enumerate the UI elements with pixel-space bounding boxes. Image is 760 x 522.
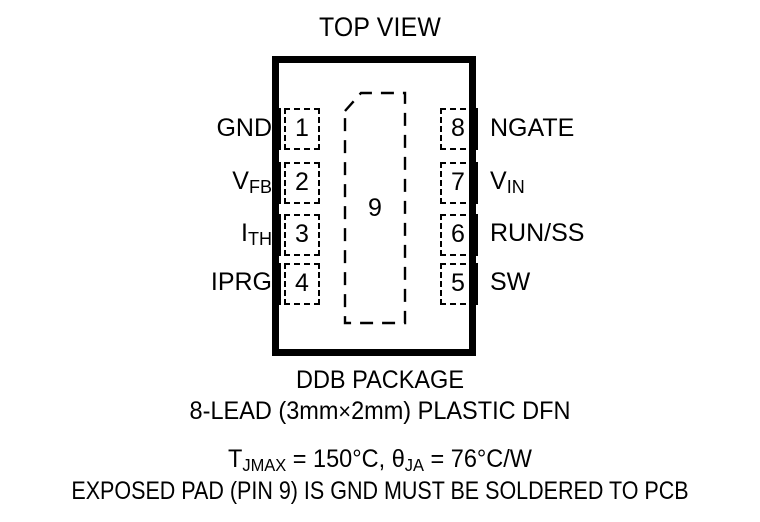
- pin-label-sw: SW: [490, 270, 530, 295]
- pin-label-vfb-text: V: [232, 167, 249, 195]
- pin-pad-3: 3: [284, 214, 320, 256]
- pin-label-ngate: NGATE: [490, 116, 574, 141]
- pin-label-vfb: VFB: [232, 167, 272, 197]
- body-wall-segment: [272, 108, 281, 150]
- pin-label-vfb-sub: FB: [248, 176, 272, 197]
- pin-number-3: 3: [295, 219, 309, 248]
- pin-pad-1: 1: [284, 108, 320, 150]
- caption-size-prefix: 8-LEAD (3mm: [189, 397, 339, 425]
- pin-label-runss-text: RUN/SS: [490, 219, 585, 247]
- body-wall-segment: [272, 162, 281, 204]
- pin-number-5: 5: [451, 268, 465, 297]
- pin-pad-4: 4: [284, 263, 320, 305]
- pin-label-runss: RUN/SS: [490, 221, 584, 246]
- pin-label-ith-text: I: [241, 219, 248, 247]
- pin-number-2: 2: [295, 167, 309, 196]
- exposed-pad-number: 9: [368, 193, 382, 222]
- pin-label-gnd-text: GND: [216, 114, 272, 142]
- body-wall-segment: [469, 263, 478, 305]
- body-wall-segment: [469, 108, 478, 150]
- pin-number-6: 6: [451, 219, 465, 248]
- pin-number-4: 4: [295, 268, 309, 297]
- body-wall-segment: [272, 263, 281, 305]
- body-wall-segment: [469, 214, 478, 256]
- pin-label-gnd: GND: [216, 116, 272, 141]
- pin-label-iprg-text: IPRG: [210, 268, 272, 296]
- caption-size-suffix: 2mm) PLASTIC DFN: [351, 397, 571, 425]
- pin-pad-2: 2: [284, 162, 320, 204]
- caption-exposed-pad-note: EXPOSED PAD (PIN 9) IS GND MUST BE SOLDE…: [71, 477, 689, 505]
- pin-number-8: 8: [451, 113, 465, 142]
- multiplication-sign-icon: ×: [338, 398, 352, 424]
- pin-label-vin-sub: IN: [506, 176, 525, 197]
- tjmax-symbol: T: [228, 445, 243, 473]
- pin-label-ith: ITH: [241, 219, 272, 249]
- pin-label-ith-sub: TH: [248, 228, 272, 249]
- body-wall-segment: [469, 162, 478, 204]
- pin-label-sw-text: SW: [490, 268, 531, 296]
- pin-label-iprg: IPRG: [211, 270, 272, 295]
- tjmax-subscript: JMAX: [242, 454, 287, 475]
- theta-subscript: JA: [404, 454, 424, 475]
- caption-package-size: 8-LEAD (3mm×2mm) PLASTIC DFN: [23, 399, 737, 424]
- caption-thermal-spec: TJMAX = 150°C, θJA = 76°C/W: [23, 445, 737, 475]
- tjmax-value: = 150°C,: [286, 445, 392, 473]
- pin-label-vin: VIN: [490, 167, 525, 197]
- pin-number-7: 7: [451, 167, 465, 196]
- caption-package-name: DDB PACKAGE: [295, 366, 465, 394]
- pin-number-1: 1: [295, 113, 309, 142]
- theta-value: = 76°C/W: [423, 445, 532, 473]
- diagram-title: TOP VIEW: [318, 12, 442, 42]
- exposed-pad-outline: 9: [343, 91, 407, 325]
- theta-symbol: θ: [391, 445, 405, 473]
- body-wall-segment: [272, 214, 281, 256]
- pin-label-ngate-text: NGATE: [490, 114, 575, 142]
- pin-label-vin-text: V: [490, 167, 507, 195]
